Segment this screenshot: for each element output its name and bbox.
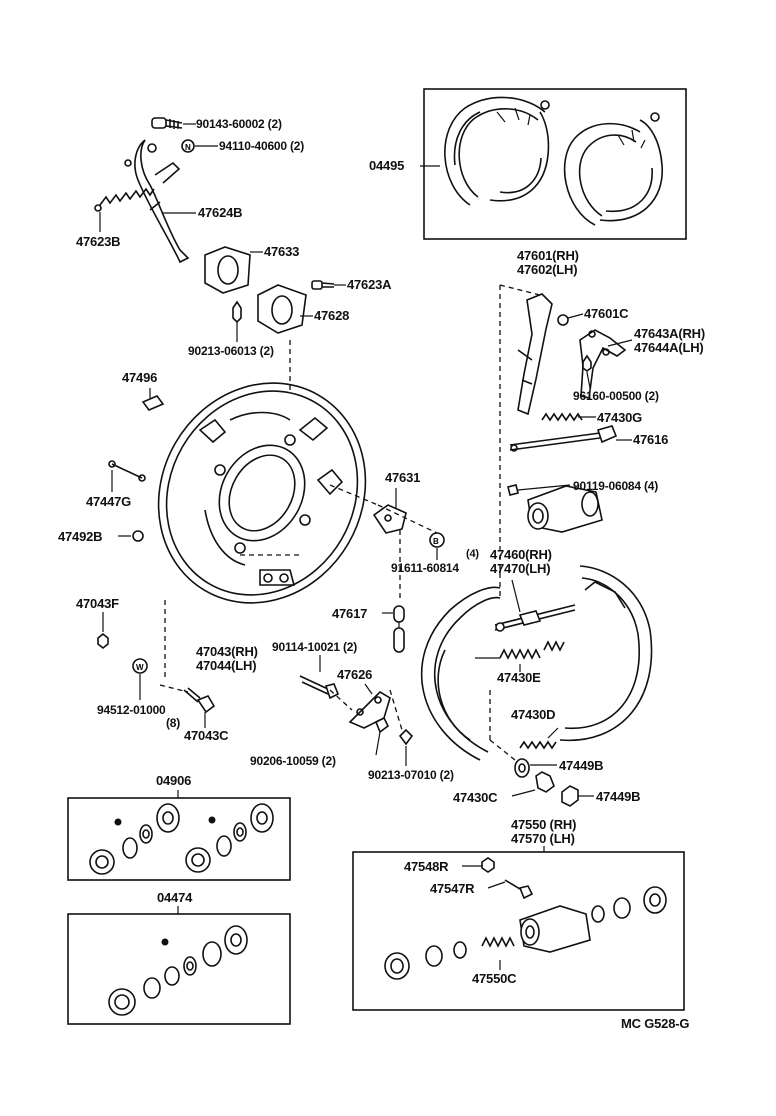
label-47602: 47602(LH) (517, 262, 578, 277)
label-90213-06013: 90213-06013 (2) (188, 344, 274, 358)
label-47624B: 47624B (198, 205, 243, 220)
label-47623A: 47623A (347, 277, 392, 292)
label-47044: 47044(LH) (196, 658, 257, 673)
kit-04474-box (67, 906, 291, 1025)
brake-shoe-kit-box (420, 88, 687, 240)
wheel-cylinder-47550-box (352, 846, 685, 1011)
label-04474: 04474 (157, 890, 193, 905)
svg-text:N: N (185, 143, 191, 152)
label-47449B-b: 47449B (596, 789, 641, 804)
label-96160-00500: 96160-00500 (2) (573, 389, 659, 403)
label-47470: 47470(LH) (490, 561, 551, 576)
label-47496: 47496 (122, 370, 158, 385)
label-47633: 47633 (264, 244, 300, 259)
label-47643A: 47643A(RH) (634, 326, 705, 341)
label-47616: 47616 (633, 432, 669, 447)
label-47447G: 47447G (86, 494, 132, 509)
label-04906: 04906 (156, 773, 192, 788)
diagram-code: MC G528-G (621, 1016, 690, 1031)
label-47430G: 47430G (597, 410, 643, 425)
label-47492B: 47492B (58, 529, 103, 544)
svg-text:W: W (136, 663, 144, 672)
label-47570: 47570 (LH) (511, 831, 575, 846)
label-90119-06084: 90119-06084 (4) (573, 479, 659, 493)
small-left-parts: W (97, 388, 216, 728)
parking-brake-lever-group: N (94, 117, 346, 390)
kit-04906-box (67, 790, 291, 881)
label-47644A: 47644A(LH) (634, 340, 704, 355)
label-04495: 04495 (369, 158, 405, 173)
label-47460: 47460(RH) (490, 547, 552, 562)
label-47548R: 47548R (404, 859, 449, 874)
label-90114-10021: 90114-10021 (2) (272, 640, 358, 654)
parking-lever-shoe-group (499, 284, 633, 600)
label-47430E: 47430E (497, 670, 541, 685)
label-47449B-a: 47449B (559, 758, 604, 773)
label-47623B: 47623B (76, 234, 121, 249)
label-94512-01000: 94512-01000 (97, 703, 166, 717)
label-47550C: 47550C (472, 971, 517, 986)
label-qty-4: (4) (466, 548, 479, 560)
label-91611-60814: 91611-60814 (391, 561, 459, 575)
label-47626: 47626 (337, 667, 373, 682)
label-90206-10059: 90206-10059 (2) (250, 754, 336, 768)
backing-plate (157, 382, 379, 604)
middle-parts: B (299, 488, 445, 766)
label-47430C: 47430C (453, 790, 498, 805)
rear-brake-shoe-assembly (420, 565, 653, 807)
label-47550: 47550 (RH) (511, 817, 577, 832)
svg-text:B: B (433, 537, 439, 546)
label-94110-40600: 94110-40600 (2) (219, 139, 305, 153)
label-47547R: 47547R (430, 881, 475, 896)
label-47617: 47617 (332, 606, 368, 621)
label-94512-qty: (8) (166, 716, 181, 730)
label-47430D: 47430D (511, 707, 556, 722)
label-47631: 47631 (385, 470, 421, 485)
label-47043C: 47043C (184, 728, 229, 743)
label-90143-60002: 90143-60002 (2) (196, 117, 282, 131)
label-90213-07010: 90213-07010 (2) (368, 768, 454, 782)
label-47043: 47043(RH) (196, 644, 258, 659)
label-47628: 47628 (314, 308, 350, 323)
label-47043F: 47043F (76, 596, 119, 611)
label-47601: 47601(RH) (517, 248, 579, 263)
label-47601C: 47601C (584, 306, 629, 321)
